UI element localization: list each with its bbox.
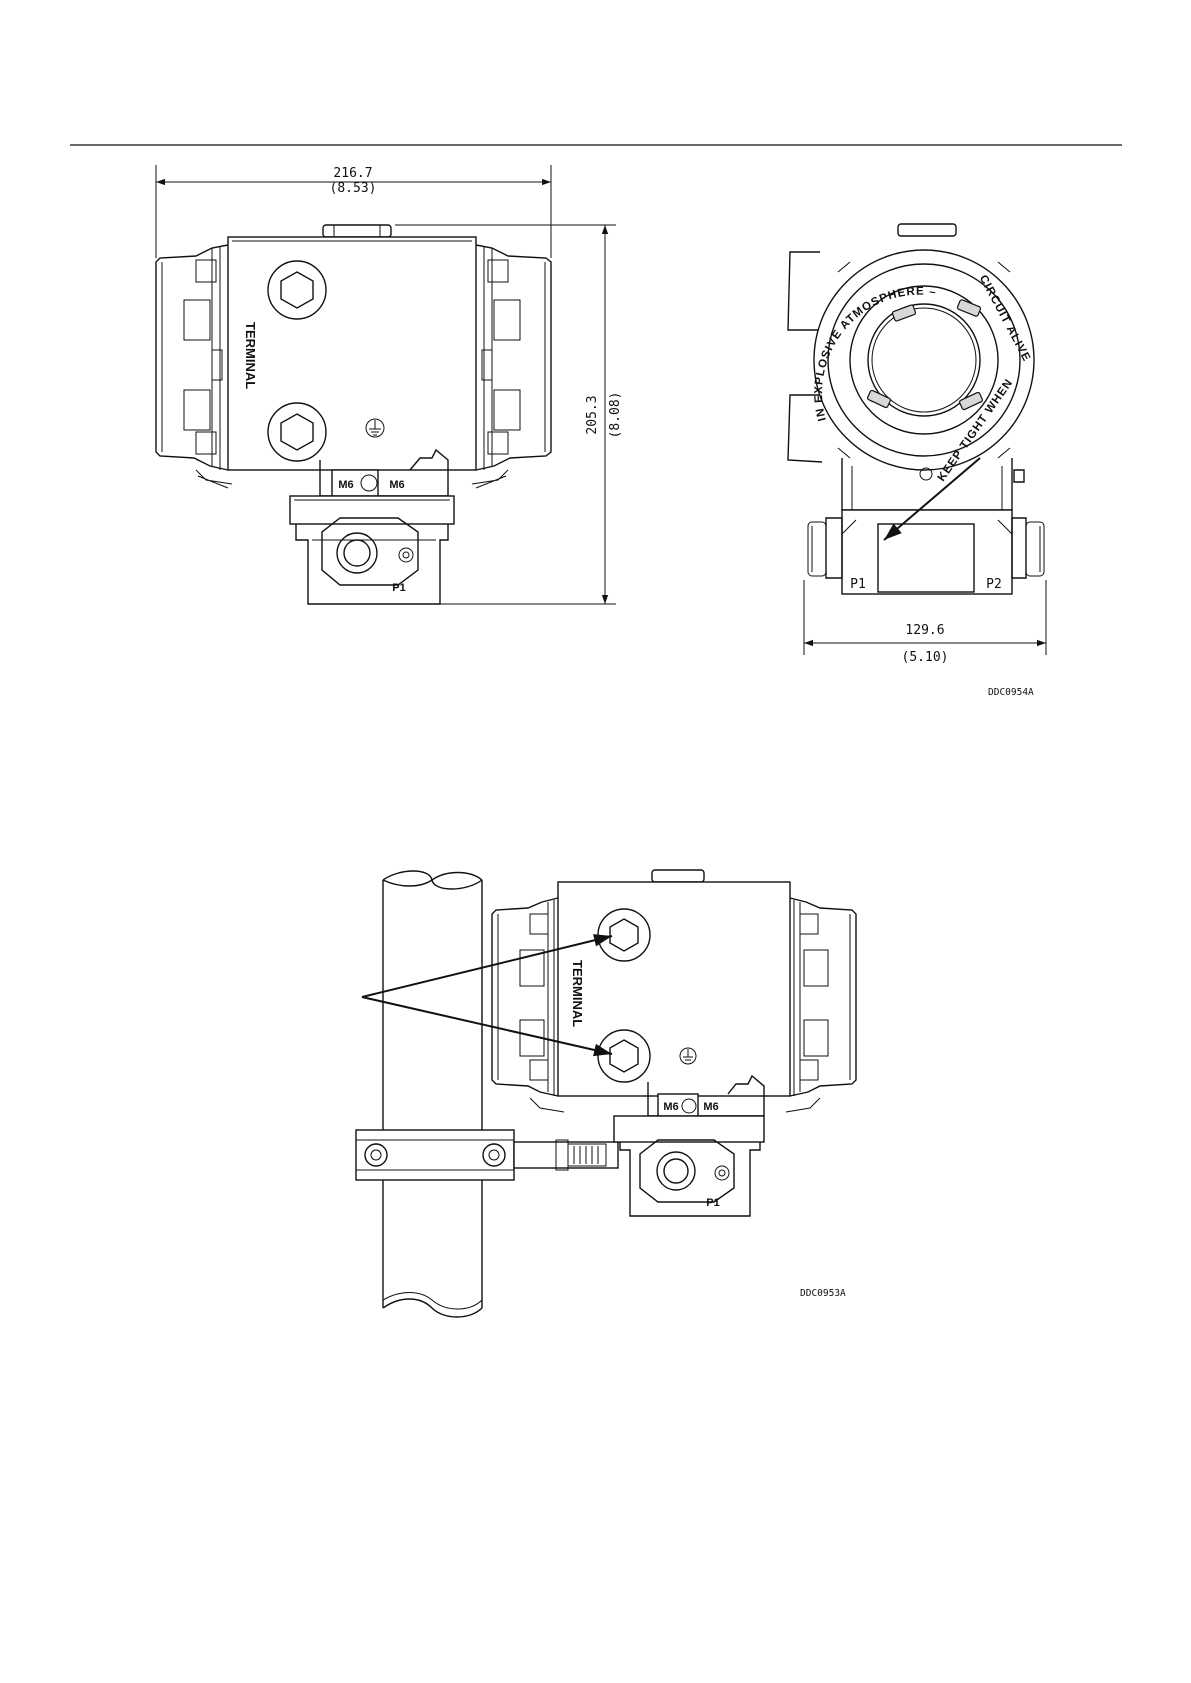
side-view: IN EXPLOSIVE ATMOSPHERE – CIRCUIT ALIVE …: [788, 224, 1046, 665]
width-in-label: (8.53): [330, 181, 377, 196]
bolt-left-label: M6: [338, 479, 353, 491]
port-label-p1-side: P1: [850, 577, 866, 592]
drawing-code-figure2: DDC0953A: [800, 1288, 846, 1299]
height-in-label: (8.08): [608, 392, 623, 439]
bolt-right-label-figure2: M6: [703, 1101, 718, 1113]
terminal-label-figure2: TERMINAL: [570, 960, 585, 1027]
width-mm-label: 216.7: [333, 166, 372, 181]
depth-mm-label: 129.6: [905, 623, 944, 638]
bolt-left-label-figure2: M6: [663, 1101, 678, 1113]
bolt-right-label: M6: [389, 479, 404, 491]
port-label-p2-side: P2: [986, 577, 1002, 592]
front-view: 216.7 (8.53) 205.3 (8.08): [156, 165, 623, 604]
port-label-p1-figure2: P1: [706, 1197, 719, 1209]
terminal-label: TERMINAL: [243, 322, 258, 389]
pipe-mount-view: TERMINAL M6 M6 P1: [356, 870, 856, 1317]
height-mm-label: 205.3: [585, 395, 600, 434]
depth-in-label: (5.10): [902, 650, 949, 665]
port-label-p1: P1: [392, 582, 405, 594]
drawing-code-figure1: DDC0954A: [988, 687, 1034, 698]
